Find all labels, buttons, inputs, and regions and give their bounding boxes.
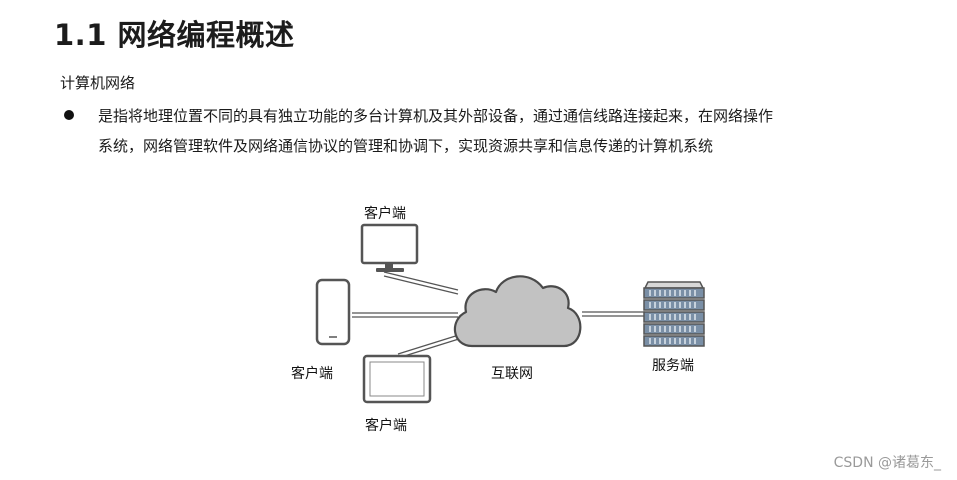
tablet-icon [362, 354, 432, 404]
client-top-label: 客户端 [364, 206, 406, 222]
server-label: 服务端 [652, 358, 694, 374]
link-tablet-cloud-a [397, 333, 463, 355]
link-tablet-cloud-b [397, 337, 463, 359]
link-monitor-cloud-b [383, 275, 459, 295]
server-rack-icon [643, 281, 705, 347]
definition-line-1: 是指将地理位置不同的具有独立功能的多台计算机及其外部设备，通过通信线路连接起来，… [98, 107, 774, 125]
csdn-watermark: CSDN @诸葛东_ [833, 455, 941, 471]
definition-paragraph: 是指将地理位置不同的具有独立功能的多台计算机及其外部设备，通过通信线路连接起来，… [98, 101, 918, 161]
bullet-dot-icon [64, 110, 74, 120]
phone-icon [315, 278, 351, 346]
internet-label: 互联网 [491, 366, 533, 382]
section-subheading: 计算机网络 [60, 74, 136, 92]
monitor-icon [360, 223, 419, 272]
client-bottom-label: 客户端 [365, 418, 407, 434]
client-left-label: 客户端 [291, 366, 333, 382]
definition-line-2: 系统，网络管理软件及网络通信协议的管理和协调下，实现资源共享和信息传递的计算机系… [98, 137, 714, 155]
connection-lines [352, 271, 645, 359]
cloud-icon [453, 275, 582, 348]
page-title: 1.1 网络编程概述 [54, 18, 295, 52]
link-monitor-cloud-a [383, 271, 459, 291]
